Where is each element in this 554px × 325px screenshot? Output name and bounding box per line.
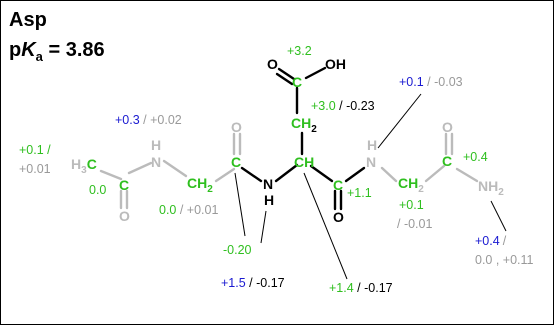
dark-bonds (240, 66, 366, 211)
atom-n-amide1: N (151, 154, 161, 170)
shift-ch3-a: +0.1 / (19, 143, 51, 157)
shift-ch3-b: +0.01 (19, 162, 51, 176)
atom-carbonyl-o1: O (119, 208, 130, 224)
leader-lines (234, 93, 507, 280)
residue-name: Asp (9, 9, 47, 31)
atom-side-carboxyl-o: O (267, 56, 278, 72)
shift-nh2-a: +0.4/ (475, 234, 507, 248)
shift-nh2-b: 0.0 , +0.11 (475, 253, 534, 267)
atom-carbonyl-o2: O (231, 119, 242, 135)
atom-n-asp: N (263, 176, 273, 192)
shift-amide3-h: +0.1 / -0.03 (399, 75, 463, 89)
faded-bonds (99, 132, 479, 210)
shift-oh: +3.2 (287, 44, 312, 58)
atom-ch-alpha: CH (294, 154, 314, 170)
shift-ch2-first: 0.0 / +0.01 (159, 203, 218, 217)
atom-n-amide3: N (366, 154, 376, 170)
atom-carbonyl-c2: C (231, 154, 241, 170)
atom-side-carboxyl-c: C (292, 74, 302, 90)
atom-carbonyl-o3: O (333, 209, 344, 225)
shift-values: +3.2 +3.0 / -0.23 +0.1 / -0.03 +0.1 / +0… (19, 44, 534, 295)
shift-h-first: +0.3 / +0.02 (115, 113, 182, 127)
atom-h-amide3: H (367, 137, 377, 153)
atom-carbonyl-o4: O (442, 119, 453, 135)
shift-c-gly1: -0.20 (223, 243, 252, 257)
atom-carbonyl-c3: C (333, 177, 343, 193)
atom-ch2-gly2: CH2 (398, 175, 424, 195)
shift-ch2-gly2-a: +0.1 (399, 198, 424, 212)
atom-labels: H3C C O H N CH2 C O N H CH CH2 C O OH C … (71, 56, 504, 225)
shift-c-gly2: +0.4 (463, 150, 488, 164)
atom-side-oh: OH (325, 56, 346, 72)
shift-c-acetyl: 0.0 (89, 183, 106, 197)
shift-ca-asp: +1.4 / -0.17 (329, 281, 393, 295)
atom-h-amide1: H (151, 137, 161, 153)
shift-nh-asp: +1.5 / -0.17 (221, 276, 285, 290)
shift-c-asp: +1.1 (347, 186, 372, 200)
atom-carbonyl-c1: C (119, 177, 129, 193)
atom-ch2-side: CH2 (291, 115, 317, 135)
atom-ch2-gly1: CH2 (187, 175, 213, 195)
shift-ch2-gly2-b: / -0.01 (397, 217, 432, 231)
shift-side-ch2: +3.0 / -0.23 (311, 99, 375, 113)
atom-nh2-terminal: NH2 (478, 178, 504, 198)
atom-h-asp-amide: H (264, 192, 274, 208)
atom-h3c: H3C (71, 156, 97, 176)
pka-label: pKa = 3.86 (9, 39, 105, 64)
atom-carbonyl-c4: C (442, 153, 452, 169)
